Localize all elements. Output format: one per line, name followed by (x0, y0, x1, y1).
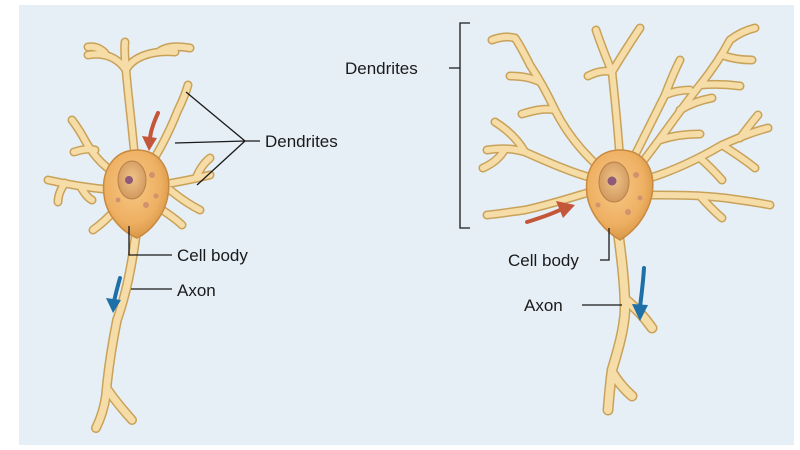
neuron-diagram-svg: Dendrites Cell body Axon (19, 5, 794, 445)
right-axon-label: Axon (524, 296, 563, 315)
right-cell-body-label: Cell body (508, 251, 579, 270)
left-dendrites-label: Dendrites (265, 132, 338, 151)
right-nucleolus (608, 177, 617, 186)
right-dendrites-label: Dendrites (345, 59, 418, 78)
left-nucleolus (125, 176, 133, 184)
left-cell-body-label: Cell body (177, 246, 248, 265)
neuron-diagram: Dendrites Cell body Axon (19, 5, 794, 445)
left-axon-label: Axon (177, 281, 216, 300)
